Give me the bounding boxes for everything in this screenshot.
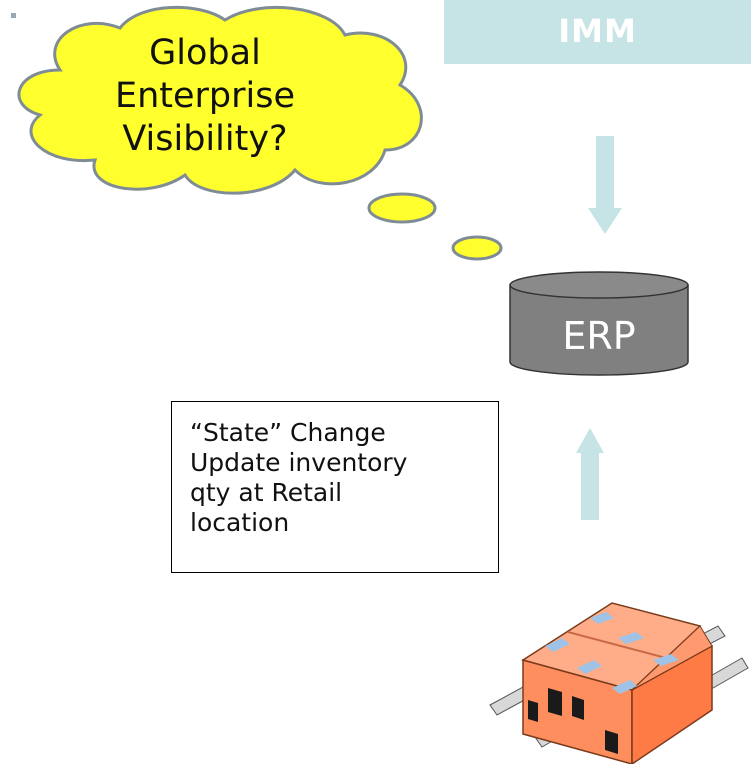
thought-bubble-medium: [451, 235, 503, 261]
state-line-2: Update inventory: [190, 448, 408, 477]
thought-cloud: [17, 5, 423, 195]
imm-box: IMM: [444, 0, 751, 64]
state-line-3: qty at Retail: [190, 478, 343, 507]
corner-dot: [11, 13, 16, 18]
up-arrow: [576, 428, 604, 520]
retail-building-icon: [489, 602, 749, 764]
cloud-line-1: Global: [149, 33, 261, 73]
erp-database-cylinder: [509, 271, 689, 376]
erp-label: ERP: [562, 314, 636, 358]
cloud-line-2: Enterprise: [114, 76, 296, 116]
state-line-1: “State” Change: [190, 418, 386, 447]
cloud-text: Global Enterprise Visibility?: [60, 32, 350, 161]
imm-label: IMM: [558, 12, 637, 50]
cloud-line-3: Visibility?: [122, 119, 288, 159]
down-arrow: [588, 136, 622, 234]
thought-bubble-large: [367, 192, 437, 224]
state-line-4: location: [190, 508, 290, 537]
state-change-box: “State” Change Update inventory qty at R…: [171, 401, 499, 573]
